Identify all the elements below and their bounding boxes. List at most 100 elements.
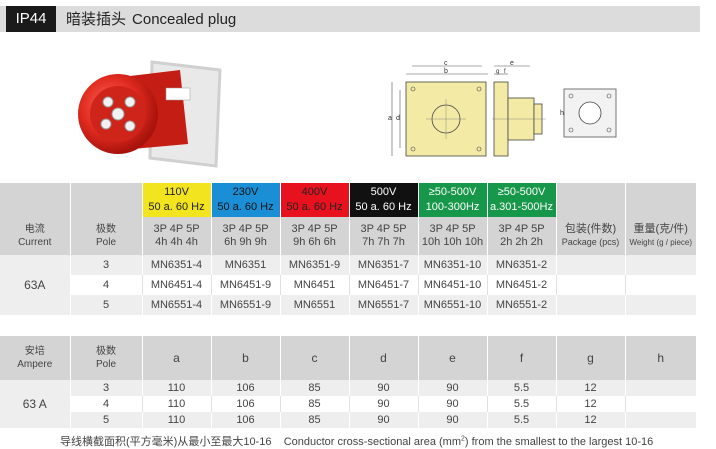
dim-cell: 12 xyxy=(556,412,626,428)
code-cell: MN6351-10 xyxy=(418,255,488,275)
package-cell xyxy=(556,295,626,315)
pole-cell: 3 xyxy=(70,380,143,396)
dim-cell: 90 xyxy=(418,396,488,412)
title-chinese: 暗装插头 xyxy=(66,10,127,28)
concealed-plug-photo xyxy=(78,60,222,168)
dim-cell: 90 xyxy=(418,412,488,428)
weight-cell xyxy=(625,275,696,295)
dim-cell: 5.5 xyxy=(487,412,557,428)
title-bar: IP44 暗装插头 Concealed plug xyxy=(0,6,700,32)
voltage-110v-value: 110V xyxy=(164,186,189,198)
dim-label-c: c xyxy=(444,60,448,67)
pole-cell: 4 xyxy=(70,396,143,412)
dim-cell: 106 xyxy=(211,396,281,412)
dim-header-a: a xyxy=(142,336,212,380)
dim-cell: 110 xyxy=(142,412,212,428)
code-cell: MN6551-9 xyxy=(211,295,281,315)
header-blank xyxy=(625,183,696,217)
dim-cell: 85 xyxy=(280,412,350,428)
table-row: 5 110 106 85 90 90 5.5 12 xyxy=(0,412,696,428)
table-row: 63A 3 MN6351-4 MN6351 MN6351-9 MN6351-7 … xyxy=(0,255,696,315)
dim-cell: 90 xyxy=(349,396,419,412)
ampere-value: 63 A xyxy=(0,380,71,428)
footnote-english: Conductor cross-sectional area (mm2) fro… xyxy=(283,435,654,448)
ip-rating-badge: IP44 xyxy=(6,6,56,32)
pole-cell: 3 xyxy=(70,255,143,275)
current-value: 63A xyxy=(0,255,71,315)
title-english: Concealed plug xyxy=(132,11,237,28)
dim-label-f: f xyxy=(504,69,506,75)
weight-cell xyxy=(625,255,696,275)
voltage-110v-freq: 50 a. 60 Hz xyxy=(148,201,205,213)
dim-label-d: d xyxy=(396,115,400,122)
side-view-drawing: e g f xyxy=(492,60,546,157)
table-row: 4 MN6451-4 MN6451-9 MN6451 MN6451-7 MN64… xyxy=(0,275,696,295)
voltage-cell-hf1: ≥50-500V 100-300Hz xyxy=(418,183,488,217)
dim-cell xyxy=(625,380,696,396)
header-blank xyxy=(556,183,626,217)
dim-header-c: c xyxy=(280,336,350,380)
dim-header-e: e xyxy=(418,336,488,380)
dim-header-d: d xyxy=(349,336,419,380)
dim-cell: 106 xyxy=(211,412,281,428)
page-title: 暗装插头 Concealed plug xyxy=(66,6,236,33)
voltage-500v-value: 500V xyxy=(370,186,397,198)
dim-cell: 90 xyxy=(418,380,488,396)
voltage-400v-value: 400V xyxy=(301,186,328,198)
code-cell: MN6451-4 xyxy=(142,275,212,295)
panel-cutout-drawing: h xyxy=(560,88,617,138)
code-cell: MN6451-7 xyxy=(349,275,419,295)
dim-label-a: a xyxy=(388,115,392,122)
dim-header-g: g xyxy=(556,336,626,380)
table-row: 4 110 106 85 90 90 5.5 12 xyxy=(0,396,696,412)
dim-cell: 90 xyxy=(349,412,419,428)
code-cell: MN6451-10 xyxy=(418,275,488,295)
dim-cell: 106 xyxy=(211,380,281,396)
conductor-footnote: 导线横截面积(平方毫米)从最小至最大10-16 Conductor cross-… xyxy=(60,433,653,449)
voltage-400v-freq: 50 a. 60 Hz xyxy=(286,201,343,213)
dim-cell: 110 xyxy=(142,380,212,396)
package-cell xyxy=(556,255,626,275)
package-cell xyxy=(556,275,626,295)
dim-cell xyxy=(625,396,696,412)
front-view-drawing: c b a d xyxy=(388,60,488,157)
dim-cell: 90 xyxy=(349,380,419,396)
code-cell: MN6351-7 xyxy=(349,255,419,275)
voltage-hf1-value: ≥50-500V xyxy=(428,186,477,198)
code-cell: MN6351-9 xyxy=(280,255,350,275)
dim-header-b: b xyxy=(211,336,281,380)
dim-cell: 110 xyxy=(142,396,212,412)
dim-cell: 12 xyxy=(556,396,626,412)
code-cell: MN6551-4 xyxy=(142,295,212,315)
pole-cell: 4 xyxy=(70,275,143,295)
voltage-hf2-value: ≥50-500V xyxy=(497,186,546,198)
dim-label-e: e xyxy=(510,60,514,67)
dim-header-f: f xyxy=(487,336,557,380)
header-blank xyxy=(0,183,71,217)
code-cell: MN6551 xyxy=(280,295,350,315)
weight-cell xyxy=(625,295,696,315)
dim-cell xyxy=(625,412,696,428)
package-header: 包装(件数)Package (pcs) xyxy=(556,217,626,255)
code-cell: MN6451-9 xyxy=(211,275,281,295)
pole-cell: 5 xyxy=(70,412,143,428)
code-cell: MN6451 xyxy=(280,275,350,295)
header-blank xyxy=(70,183,143,217)
code-cell: MN6351-2 xyxy=(487,255,557,275)
voltage-hf1-freq: 100-300Hz xyxy=(425,201,480,213)
weight-header: 重量(克/件)Weight (g / piece) xyxy=(625,217,696,255)
voltage-230v-value: 230V xyxy=(232,186,259,198)
